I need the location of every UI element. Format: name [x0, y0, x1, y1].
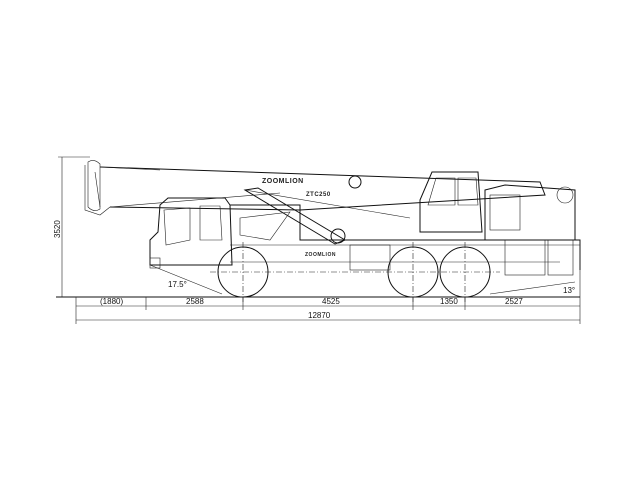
- approach-angle-label: 17.5°: [168, 280, 187, 289]
- height-dimension: 3520: [53, 156, 150, 298]
- axle-spacing-3-label: 1350: [440, 297, 458, 306]
- boom-pivot: [330, 228, 346, 244]
- front-overhang-label: (1880): [100, 297, 123, 306]
- chassis-marking: ZOOMLION: [305, 252, 336, 258]
- counterweight: [484, 184, 576, 241]
- departure-angle-line: [489, 281, 576, 295]
- departure-angle-label: 13°: [563, 286, 575, 295]
- boom-brand-logo: ZOOMLION: [262, 178, 304, 185]
- boom-model-logo: ZTC250: [306, 192, 331, 198]
- axle-spacing-1-label: 2588: [186, 297, 204, 306]
- wheels: [210, 242, 500, 302]
- axle-spacing-2-label: 4525: [322, 297, 340, 306]
- boom: ZOOMLION ZTC250: [84, 160, 546, 219]
- height-label: 3520: [53, 220, 62, 238]
- length-dimensions: (1880) 2588 4525 1350 2527 12870: [75, 240, 581, 324]
- overall-length-label: 12870: [308, 311, 331, 320]
- rear-overhang-label: 2527: [505, 297, 523, 306]
- boom-sheave-icon: [348, 175, 362, 189]
- approach-angle-line: [149, 264, 223, 295]
- crane-operator-cab: [419, 171, 483, 233]
